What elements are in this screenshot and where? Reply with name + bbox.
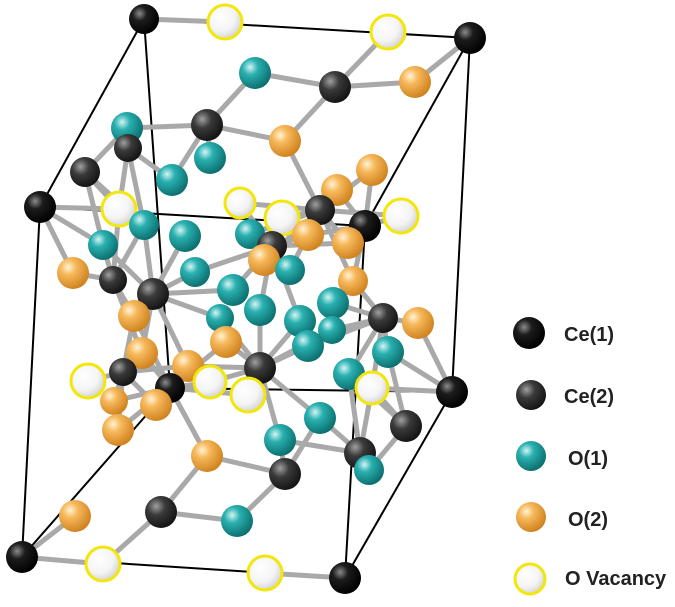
atom-ce2 <box>269 458 301 490</box>
atom-o2 <box>102 414 134 446</box>
legend-item-vacancy: O Vacancy <box>513 562 667 596</box>
legend-label-ce2: Ce(2) <box>564 386 614 408</box>
atom-o2 <box>126 337 158 369</box>
atom-o-vacancy <box>192 364 228 400</box>
atom-o-vacancy <box>84 545 122 583</box>
atom-o1 <box>217 274 249 306</box>
atom-o2 <box>402 307 434 339</box>
atom-o-vacancy <box>369 13 407 51</box>
atom-ce2 <box>137 278 169 310</box>
atom-ce1 <box>436 376 468 408</box>
cell-edge <box>344 391 453 579</box>
atom-o1 <box>156 164 188 196</box>
legend-swatch-vacancy <box>513 562 547 596</box>
cell-edge <box>39 18 145 208</box>
legend-item-o1: O(1) <box>516 441 608 471</box>
atom-o2 <box>118 300 150 332</box>
atom-o1 <box>88 230 118 260</box>
atom-o2 <box>210 326 242 358</box>
legend-label-ce1: Ce(1) <box>564 324 614 346</box>
atom-o-vacancy <box>100 190 138 228</box>
cell-edge <box>143 18 171 389</box>
atom-ce2 <box>390 410 422 442</box>
atom-o1 <box>317 287 349 319</box>
atom-ce2 <box>114 134 142 162</box>
cell-edge <box>451 37 471 393</box>
atom-ce2 <box>109 358 137 386</box>
legend-item-ce1: Ce(1) <box>513 317 614 349</box>
legend-swatch-ce2 <box>516 380 546 410</box>
atom-o-vacancy <box>354 370 390 406</box>
atom-o1 <box>194 142 226 174</box>
cell-edge <box>21 206 41 558</box>
atom-o-vacancy <box>246 554 284 592</box>
atom-o-vacancy <box>382 197 420 235</box>
atom-o-vacancy <box>223 186 257 220</box>
atom-o2 <box>140 389 172 421</box>
atom-o2 <box>191 440 223 472</box>
legend: Ce(1) Ce(2) O(1) O(2) O Vacancy <box>513 317 667 596</box>
atom-ce1 <box>6 541 38 573</box>
atom-o1 <box>206 304 234 332</box>
atom-ce2 <box>305 195 335 225</box>
legend-swatch-o2 <box>516 502 546 532</box>
atom-ce2 <box>191 109 223 141</box>
atom-o1 <box>180 257 210 287</box>
atom-o-vacancy <box>206 3 244 41</box>
atom-layer <box>6 3 486 594</box>
atom-ce2 <box>145 496 177 528</box>
atom-ce1 <box>329 562 361 594</box>
atom-o-vacancy <box>69 362 107 400</box>
atom-o1 <box>304 402 336 434</box>
atom-o2 <box>338 266 368 296</box>
atom-ce2 <box>70 157 100 187</box>
atom-o1 <box>292 330 324 362</box>
legend-label-vacancy: O Vacancy <box>565 568 667 590</box>
atom-o2 <box>332 227 364 259</box>
legend-item-o2: O(2) <box>516 502 608 532</box>
atom-o1 <box>129 210 159 240</box>
atom-ce1 <box>454 22 486 54</box>
cell-edge <box>364 37 471 227</box>
legend-label-o1: O(1) <box>568 448 608 470</box>
atom-ce2 <box>368 303 398 333</box>
atom-o1 <box>169 220 201 252</box>
atom-o2 <box>57 257 89 289</box>
legend-swatch-ce1 <box>513 317 545 349</box>
atom-o2 <box>269 125 301 157</box>
atom-ce1 <box>129 4 159 34</box>
legend-label-o2: O(2) <box>568 509 608 531</box>
atom-o1 <box>221 505 253 537</box>
atom-o2 <box>292 219 324 251</box>
atom-o1 <box>235 219 265 249</box>
atom-o2 <box>248 244 280 276</box>
atom-o1 <box>354 455 384 485</box>
atom-ce1 <box>24 191 56 223</box>
atom-o1 <box>372 336 404 368</box>
atom-ce2 <box>319 71 351 103</box>
atom-o2 <box>100 387 128 415</box>
atom-o-vacancy <box>229 376 267 414</box>
atom-o2 <box>59 500 91 532</box>
atom-o1 <box>318 316 346 344</box>
atom-o1 <box>264 424 296 456</box>
legend-item-ce2: Ce(2) <box>516 380 614 410</box>
atom-o2 <box>399 66 431 98</box>
legend-swatch-o1 <box>516 441 546 471</box>
atom-o1 <box>284 305 316 337</box>
atom-o1 <box>239 57 271 89</box>
atom-o2 <box>356 154 388 186</box>
atom-ce2 <box>244 352 276 384</box>
atom-ce2 <box>99 266 127 294</box>
atom-o1 <box>275 255 305 285</box>
atom-o1 <box>244 294 276 326</box>
